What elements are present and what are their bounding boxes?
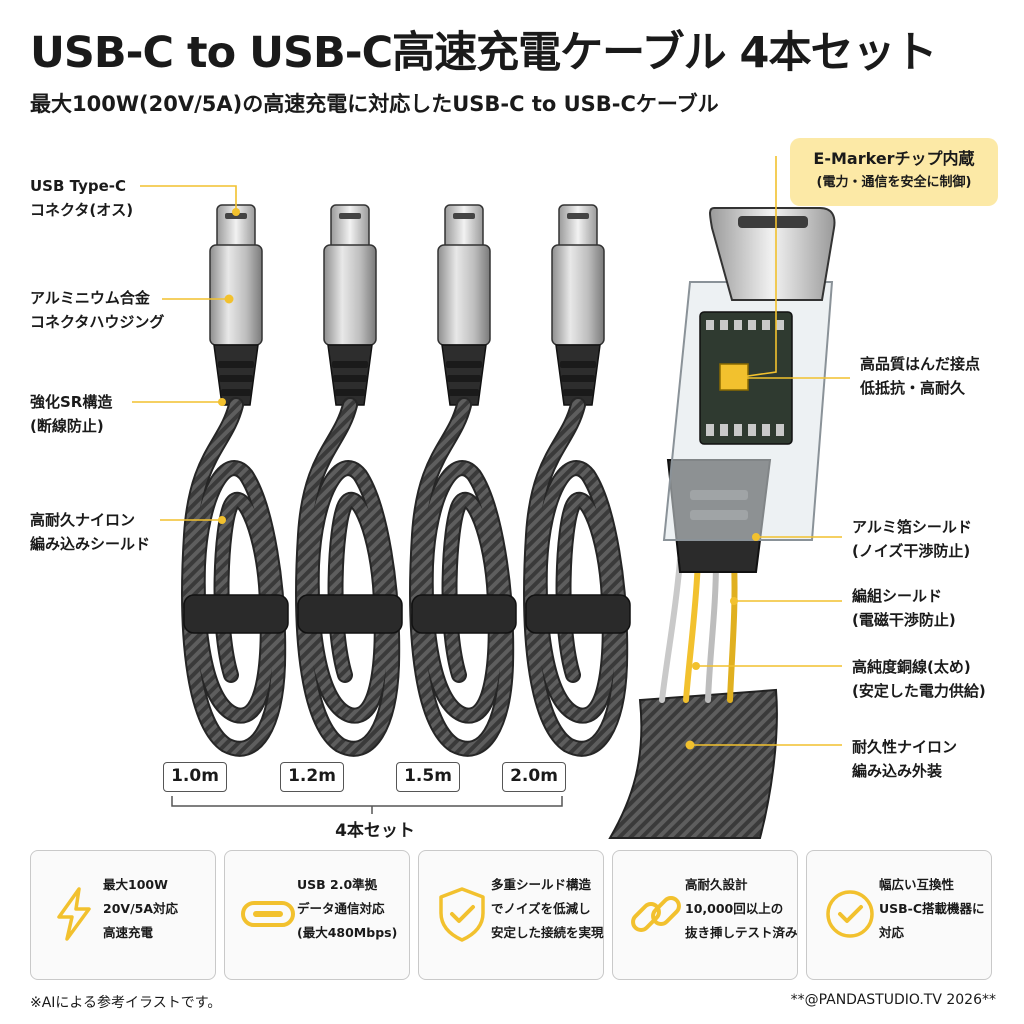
shield-check-icon xyxy=(439,887,485,942)
right-leader-dots xyxy=(685,373,760,750)
callout-nylon-jacket: 耐久性ナイロン 編み込み外装 xyxy=(852,738,958,780)
feature-card-charging: 最大100W 20V/5A対応 高速充電 xyxy=(30,850,216,980)
callout-aluminum-housing: アルミニウム合金 コネクタハウジング xyxy=(30,289,165,331)
callout-solder-points: 高品質はんだ接点 低抵抗・高耐久 xyxy=(860,355,981,397)
left-leader-lines xyxy=(132,185,237,521)
chain-link-icon xyxy=(631,896,681,932)
length-label-4: 2.0m xyxy=(502,762,566,792)
length-label-3: 1.5m xyxy=(396,762,460,792)
page-title: USB-C to USB-C高速充電ケーブル 4本セット xyxy=(30,28,937,78)
length-bracket xyxy=(171,796,563,814)
left-leader-dots xyxy=(218,208,240,524)
callout-usb-type-c: USB Type-C コネクタ(オス) xyxy=(30,177,134,219)
usb-c-port-icon xyxy=(241,901,295,927)
set-count-label: 4本セット xyxy=(335,821,415,841)
feature-card-durability: 高耐久設計 10,000回以上の 抜き挿しテスト済み xyxy=(612,850,798,980)
copyright-credit: **@PANDASTUDIO.TV 2026** xyxy=(790,992,996,1008)
callout-nylon-braid: 高耐久ナイロン 編み込みシールド xyxy=(30,511,151,553)
cable-2m xyxy=(526,205,630,749)
callout-strain-relief: 強化SR構造 (断線防止) xyxy=(30,393,113,435)
check-circle-icon xyxy=(826,890,874,938)
cable-1-2m xyxy=(298,205,402,749)
emarker-badge: E-Markerチップ内蔵 (電力・通信を安全に制御) xyxy=(790,138,998,206)
feature-card-compatibility: 幅広い互換性 USB-C搭載機器に 対応 xyxy=(806,850,992,980)
length-label-2: 1.2m xyxy=(280,762,344,792)
callout-foil-shield: アルミ箔シールド (ノイズ干渉防止) xyxy=(852,518,972,560)
ai-illustration-note: ※AIによる参考イラストです。 xyxy=(30,995,222,1011)
feature-card-shield: 多重シールド構造 でノイズを低減し 安定した接続を実現 xyxy=(418,850,604,980)
cable-1-5m xyxy=(412,205,516,749)
right-leader-lines xyxy=(690,156,850,746)
lightning-icon xyxy=(57,887,91,941)
callout-copper-wire: 高純度銅線(太め) (安定した電力供給) xyxy=(852,658,986,700)
cable-1m xyxy=(184,205,288,749)
feature-card-data: USB 2.0準拠 データ通信対応 (最大480Mbps) xyxy=(224,850,410,980)
page-subtitle: 最大100W(20V/5A)の高速充電に対応したUSB-C to USB-Cケー… xyxy=(30,92,719,116)
length-label-1: 1.0m xyxy=(163,762,227,792)
callout-braid-shield: 編組シールド (電磁干渉防止) xyxy=(852,587,956,629)
cutaway-connector xyxy=(608,207,836,839)
